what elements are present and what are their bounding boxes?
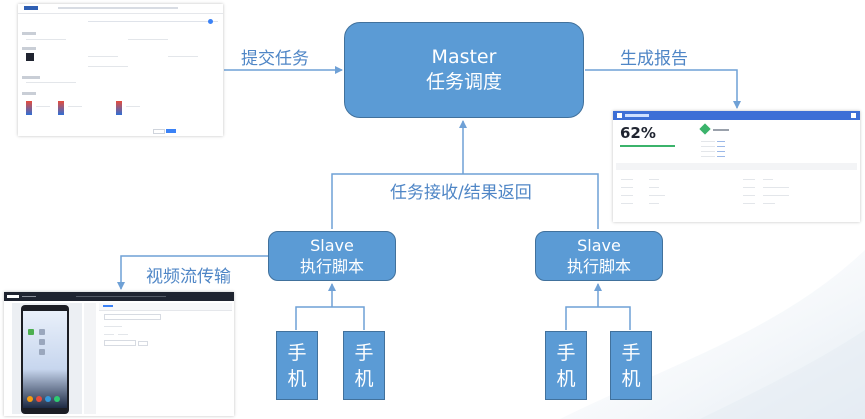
form-back-button[interactable]	[153, 129, 165, 134]
report-screenshot: 62%	[613, 111, 860, 222]
form-steps	[88, 21, 218, 22]
phone-4-char-2: 机	[621, 367, 641, 390]
dock-icon-4[interactable]	[54, 396, 60, 402]
gear-icon[interactable]	[851, 113, 856, 118]
stream-toolbar	[84, 303, 96, 414]
report-progress-bar	[620, 145, 675, 147]
stream-input-field[interactable]	[104, 340, 136, 346]
stream-tab-active[interactable]	[103, 305, 113, 307]
stream-app-name	[22, 296, 36, 297]
master-title: Master	[431, 46, 497, 68]
label-submit-task: 提交任务	[241, 49, 309, 69]
report-header-icon	[617, 113, 622, 118]
phone-2-char-2: 机	[354, 367, 374, 390]
stream-menu	[76, 296, 166, 297]
phone-3-char-2: 机	[556, 367, 576, 390]
phone-screen	[23, 311, 67, 408]
phone-frame	[21, 305, 69, 414]
slave-node-right: Slave 执行脚本	[535, 231, 663, 281]
task-form-screenshot	[18, 4, 223, 136]
slave-left-title: Slave	[310, 236, 354, 255]
phone-2-char-1: 手	[354, 341, 374, 364]
stream-tabbar	[99, 303, 232, 311]
phone-4-char-1: 手	[621, 341, 641, 364]
bracket-phones-left	[295, 306, 365, 330]
stream-url-field[interactable]	[104, 314, 161, 320]
master-node: Master 任务调度	[344, 22, 584, 118]
report-pass-percent: 62%	[620, 124, 656, 142]
form-submit-button[interactable]	[166, 129, 176, 133]
slave-right-title: Slave	[577, 236, 621, 255]
label-task-receive-return: 任务接收/结果返回	[390, 183, 532, 203]
report-section-header	[616, 163, 857, 170]
phone-app-icon-1[interactable]	[28, 329, 34, 335]
stream-logo	[7, 295, 19, 298]
phone-1-char-1: 手	[287, 341, 307, 364]
form-device-2	[58, 101, 64, 115]
form-nav	[58, 7, 178, 9]
phone-app-icon-3[interactable]	[39, 339, 45, 345]
stream-action-button[interactable]	[138, 341, 148, 346]
dock-icon-1[interactable]	[27, 396, 33, 402]
dock-icon-2[interactable]	[36, 396, 42, 402]
slave-node-left: Slave 执行脚本	[268, 231, 396, 281]
pass-rate-icon	[699, 123, 711, 135]
bracket-phones-right	[565, 306, 631, 330]
stream-topbar	[4, 292, 234, 301]
master-subtitle: 任务调度	[425, 71, 502, 93]
phone-1-char-2: 机	[287, 367, 307, 390]
form-device-3	[116, 101, 122, 115]
dock-icon-3[interactable]	[45, 396, 51, 402]
report-header-bar	[613, 111, 860, 120]
connector-slaves	[331, 173, 599, 229]
label-video-stream: 视频流传输	[146, 267, 231, 287]
form-app-icon	[26, 53, 34, 61]
phone-node-3: 手 机	[545, 331, 587, 400]
form-topbar	[18, 4, 223, 14]
phone-app-icon-2[interactable]	[39, 329, 45, 335]
report-header-title	[625, 114, 649, 117]
label-generate-report: 生成报告	[620, 49, 688, 69]
slave-right-subtitle: 执行脚本	[566, 257, 631, 276]
phone-app-icon-4[interactable]	[39, 349, 45, 355]
phone-node-1: 手 机	[276, 331, 318, 400]
phone-node-4: 手 机	[610, 331, 652, 400]
form-device-1	[26, 101, 32, 115]
slave-left-subtitle: 执行脚本	[299, 257, 364, 276]
arrow-video-stream	[117, 255, 268, 290]
phone-3-char-1: 手	[556, 341, 576, 364]
phone-node-2: 手 机	[343, 331, 385, 400]
video-stream-screenshot	[4, 292, 234, 416]
arrow-generate-report	[585, 69, 741, 109]
form-step-dot	[208, 19, 213, 24]
form-logo	[24, 6, 38, 10]
